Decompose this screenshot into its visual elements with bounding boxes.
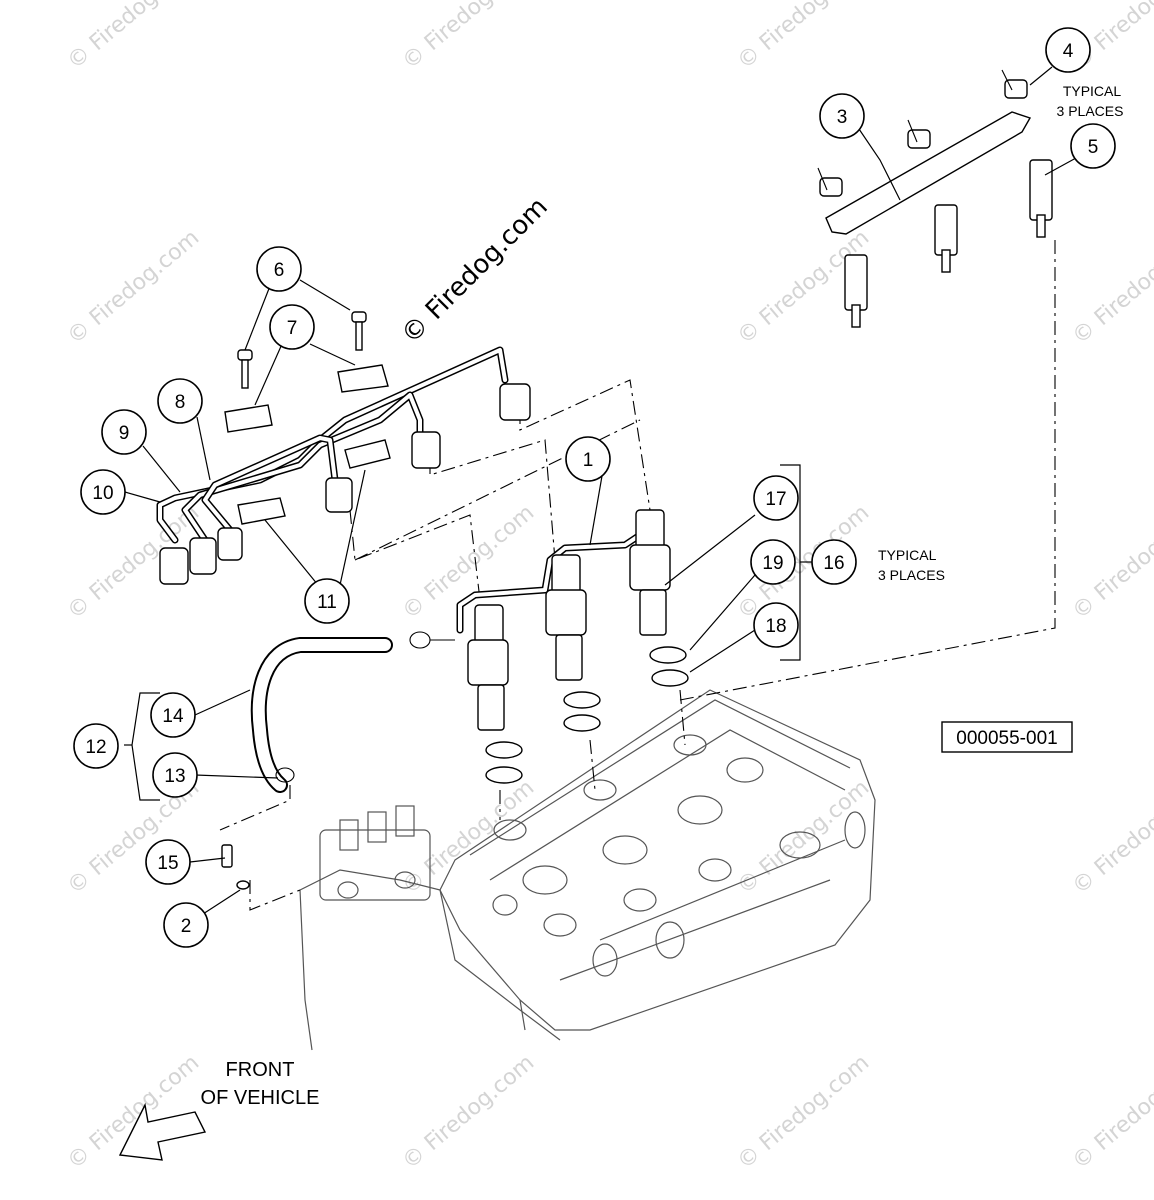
watermark: © Firedog.com xyxy=(63,225,204,349)
callout-16[interactable]: 16 xyxy=(811,539,857,585)
callout-15[interactable]: 15 xyxy=(145,839,191,885)
front-of-vehicle: FRONT OF VEHICLE xyxy=(118,1059,320,1161)
callout-1[interactable]: 1 xyxy=(565,436,611,482)
callout-6[interactable]: 6 xyxy=(256,246,302,292)
callout-label: 3 xyxy=(837,107,848,128)
note-line: 3 PLACES xyxy=(1057,103,1124,119)
callout-10[interactable]: 10 xyxy=(80,469,126,515)
watermark: © Firedog.com xyxy=(398,775,539,899)
callout-7[interactable]: 7 xyxy=(269,304,315,350)
callout-label: 10 xyxy=(92,483,113,504)
watermark: © Firedog.com xyxy=(63,0,204,75)
callout-label: 13 xyxy=(164,766,185,787)
callout-5[interactable]: 5 xyxy=(1070,123,1116,169)
watermark: © Firedog.com xyxy=(1068,500,1154,624)
watermark: © Firedog.com xyxy=(1068,1050,1154,1174)
glow-plug-assembly xyxy=(817,69,1053,328)
callout-4[interactable]: 4 xyxy=(1045,27,1091,73)
callout-label: 8 xyxy=(175,392,186,413)
watermark: © Firedog.com xyxy=(398,1050,539,1174)
note-line: TYPICAL xyxy=(878,547,937,563)
watermark-main: © Firedog.com xyxy=(396,192,554,350)
note-line: TYPICAL xyxy=(1063,83,1122,99)
callout-label: 18 xyxy=(765,616,786,637)
return-line xyxy=(456,531,644,634)
callout-label: 16 xyxy=(823,553,844,574)
callout-label: 15 xyxy=(157,853,178,874)
callout-label: 17 xyxy=(765,489,786,510)
watermark: © Firedog.com xyxy=(733,775,874,899)
part-callouts: 1 2 3 4 5 6 7 8 xyxy=(73,27,1116,948)
clamp-bolts xyxy=(237,311,367,389)
callout-19[interactable]: 19 xyxy=(750,539,796,585)
callout-label: 7 xyxy=(287,318,298,339)
callout-label: 12 xyxy=(85,737,106,758)
callout-label: 11 xyxy=(317,592,337,613)
watermark: © Firedog.com xyxy=(398,0,539,75)
fuel-hose xyxy=(250,631,455,793)
callout-8[interactable]: 8 xyxy=(157,378,203,424)
watermark: © Firedog.com xyxy=(733,1050,874,1174)
pipe-clamps xyxy=(224,364,391,525)
callout-3[interactable]: 3 xyxy=(819,93,865,139)
callout-13[interactable]: 13 xyxy=(152,752,198,798)
callout-label: 6 xyxy=(274,260,285,281)
callout-label: 1 xyxy=(583,450,594,471)
callout-label: 2 xyxy=(181,916,192,937)
reference-code: 000055-001 xyxy=(956,728,1057,749)
typical-note-top: TYPICAL 3 PLACES xyxy=(1057,83,1124,119)
injector-nozzles xyxy=(467,509,689,784)
leader-lines xyxy=(124,66,1077,926)
callout-14[interactable]: 14 xyxy=(150,692,196,738)
watermark: © Firedog.com xyxy=(1068,225,1154,349)
watermark: © Firedog.com xyxy=(398,500,539,624)
callout-label: 4 xyxy=(1063,41,1074,62)
cylinder-head xyxy=(299,689,876,1051)
watermark: © Firedog.com xyxy=(1068,775,1154,899)
watermark-layer: © Firedog.com © Firedog.com © Firedog.co… xyxy=(63,0,1154,1175)
callout-label: 9 xyxy=(119,423,130,444)
front-label-line1: FRONT xyxy=(226,1059,295,1081)
callout-2[interactable]: 2 xyxy=(163,902,209,948)
fuel-fitting xyxy=(221,844,250,890)
pipe-nuts xyxy=(159,383,531,585)
callout-9[interactable]: 9 xyxy=(101,409,147,455)
callout-label: 14 xyxy=(162,706,184,727)
callout-12[interactable]: 12 xyxy=(73,723,119,769)
callout-11[interactable]: 11 xyxy=(304,578,350,624)
callout-17[interactable]: 17 xyxy=(753,475,799,521)
front-label-line2: OF VEHICLE xyxy=(201,1087,320,1109)
callout-label: 5 xyxy=(1088,137,1099,158)
callout-label: 19 xyxy=(762,553,783,574)
reference-code-box: 000055-001 xyxy=(941,721,1073,753)
injection-pipes xyxy=(156,346,509,544)
watermark: © Firedog.com xyxy=(733,0,874,75)
note-line: 3 PLACES xyxy=(878,567,945,583)
callout-18[interactable]: 18 xyxy=(753,602,799,648)
front-arrow-icon xyxy=(118,1102,207,1161)
typical-note-mid: TYPICAL 3 PLACES xyxy=(878,547,945,583)
